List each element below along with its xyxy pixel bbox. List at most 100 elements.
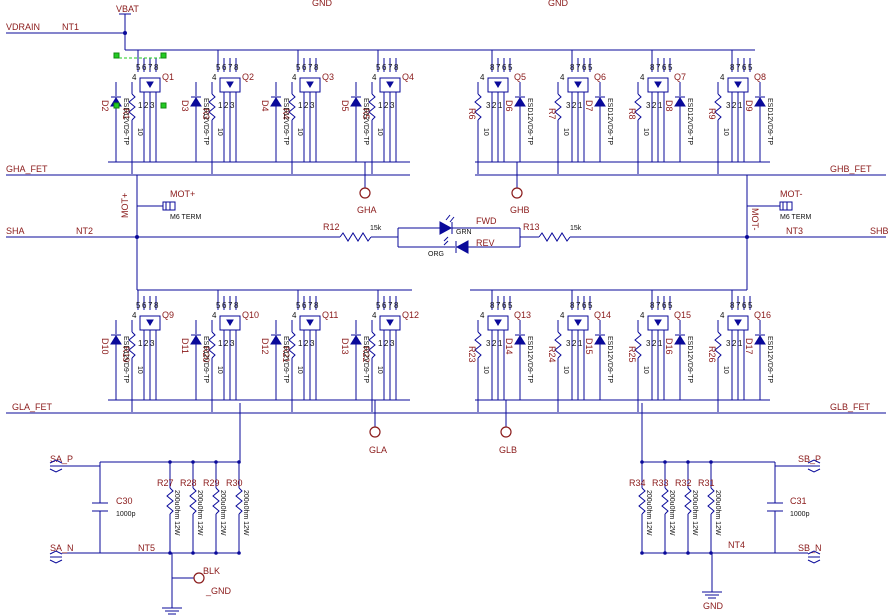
diode-label: D10 — [100, 338, 110, 355]
shunt-resistor[interactable] — [684, 487, 692, 515]
tvs-diode[interactable] — [754, 97, 766, 107]
pin-number: 7 — [576, 301, 581, 310]
pin-number: 6 — [382, 301, 387, 310]
shunt-resistor[interactable] — [638, 487, 646, 515]
gate-resistor[interactable] — [208, 331, 216, 359]
fwd-led[interactable] — [439, 221, 453, 235]
pin-number: 1 — [298, 339, 303, 348]
mot-minus-terminal[interactable] — [779, 201, 793, 211]
diode-part: ESD12VD9-TP — [526, 336, 533, 383]
pin-number: 2 — [384, 101, 389, 110]
gnd-test-point[interactable] — [193, 572, 205, 584]
pin-number: 7 — [388, 301, 393, 310]
tvs-diode[interactable] — [110, 335, 122, 345]
tvs-diode[interactable] — [350, 335, 362, 345]
gate-resistor[interactable] — [554, 93, 562, 121]
pin-number: 1 — [498, 101, 503, 110]
r13-label: R13 — [523, 222, 540, 232]
pin-number: 8 — [314, 301, 319, 310]
selection-handle[interactable] — [113, 102, 120, 109]
ghb-test-point[interactable] — [511, 187, 523, 199]
junction — [237, 551, 241, 555]
tvs-diode[interactable] — [270, 335, 282, 345]
diode-label: D6 — [504, 100, 514, 112]
tvs-diode[interactable] — [350, 97, 362, 107]
shunt-label: R28 — [180, 478, 197, 488]
shunt-value: 200u0hm 12W — [714, 490, 721, 536]
tvs-diode[interactable] — [190, 335, 202, 345]
pin-number: 2 — [304, 101, 309, 110]
rev-led[interactable] — [455, 240, 469, 254]
gate-resistor[interactable] — [368, 93, 376, 121]
diode-label: D2 — [100, 100, 110, 112]
tvs-diode[interactable] — [674, 335, 686, 345]
sb-p-port[interactable] — [807, 459, 821, 473]
shunt-resistor[interactable] — [189, 487, 197, 515]
sa-n-port[interactable] — [49, 550, 63, 564]
shunt-resistor[interactable] — [707, 487, 715, 515]
pin-number: 7 — [308, 301, 313, 310]
tvs-diode[interactable] — [270, 97, 282, 107]
tvs-diode[interactable] — [190, 97, 202, 107]
gate-resistor[interactable] — [128, 331, 136, 359]
gate-resistor[interactable] — [634, 93, 642, 121]
gate-resistor[interactable] — [474, 331, 482, 359]
pin-number: 8 — [570, 63, 575, 72]
shunt-resistor[interactable] — [661, 487, 669, 515]
c30-value: 1000p — [116, 511, 136, 518]
pin-number: 8 — [730, 63, 735, 72]
fet-label: Q3 — [322, 72, 334, 82]
gate-resistor[interactable] — [208, 93, 216, 121]
sb-n-port[interactable] — [807, 550, 821, 564]
shunt-resistor[interactable] — [212, 487, 220, 515]
r13-resistor[interactable] — [538, 232, 571, 242]
gate-resistor[interactable] — [288, 331, 296, 359]
gate-resistor[interactable] — [714, 93, 722, 121]
pin-number: 5 — [588, 301, 593, 310]
diode-label: D9 — [744, 100, 754, 112]
shunt-resistor[interactable] — [235, 487, 243, 515]
pin-number: 6 — [662, 63, 667, 72]
gate-resistor[interactable] — [714, 331, 722, 359]
tvs-diode[interactable] — [594, 335, 606, 345]
gate-resistor[interactable] — [368, 331, 376, 359]
pin-number: 8 — [570, 301, 575, 310]
gha-test-point[interactable] — [359, 187, 371, 199]
tvs-diode[interactable] — [514, 97, 526, 107]
tvs-diode[interactable] — [674, 97, 686, 107]
mot-plus-label: MOT+ — [170, 189, 195, 199]
tvs-diode[interactable] — [754, 335, 766, 345]
resistor-label: R23 — [467, 346, 477, 363]
resistor-label: R21 — [281, 346, 291, 363]
junction — [135, 235, 139, 239]
pin-number: 4 — [292, 311, 297, 320]
glb-test-point[interactable] — [500, 426, 512, 438]
pin-number: 7 — [496, 301, 501, 310]
selection-handle[interactable] — [160, 102, 167, 109]
shunt-resistor[interactable] — [166, 487, 174, 515]
pin-number: 1 — [298, 101, 303, 110]
selection-handle[interactable] — [113, 52, 120, 59]
pin-number: 4 — [372, 311, 377, 320]
mot-plus-terminal[interactable] — [162, 201, 176, 211]
shunt-value: 200u0hm 12W — [668, 490, 675, 536]
pin-number: 7 — [148, 301, 153, 310]
pin-number: 5 — [216, 63, 221, 72]
tvs-diode[interactable] — [514, 335, 526, 345]
fet-label: Q15 — [674, 310, 691, 320]
gate-resistor[interactable] — [634, 331, 642, 359]
gate-resistor[interactable] — [474, 93, 482, 121]
tvs-diode[interactable] — [594, 97, 606, 107]
diode-part: ESD12VD9-TP — [362, 336, 369, 383]
pin-number: 6 — [302, 301, 307, 310]
resistor-value: 10 — [216, 128, 223, 136]
gate-resistor[interactable] — [288, 93, 296, 121]
selection-handle[interactable] — [160, 52, 167, 59]
pin-number: 3 — [310, 339, 315, 348]
gla-test-point[interactable] — [369, 426, 381, 438]
gate-resistor[interactable] — [128, 93, 136, 121]
gate-resistor[interactable] — [554, 331, 562, 359]
sa-p-port[interactable] — [49, 459, 63, 473]
pin-number: 1 — [498, 339, 503, 348]
r12-resistor[interactable] — [339, 232, 372, 242]
